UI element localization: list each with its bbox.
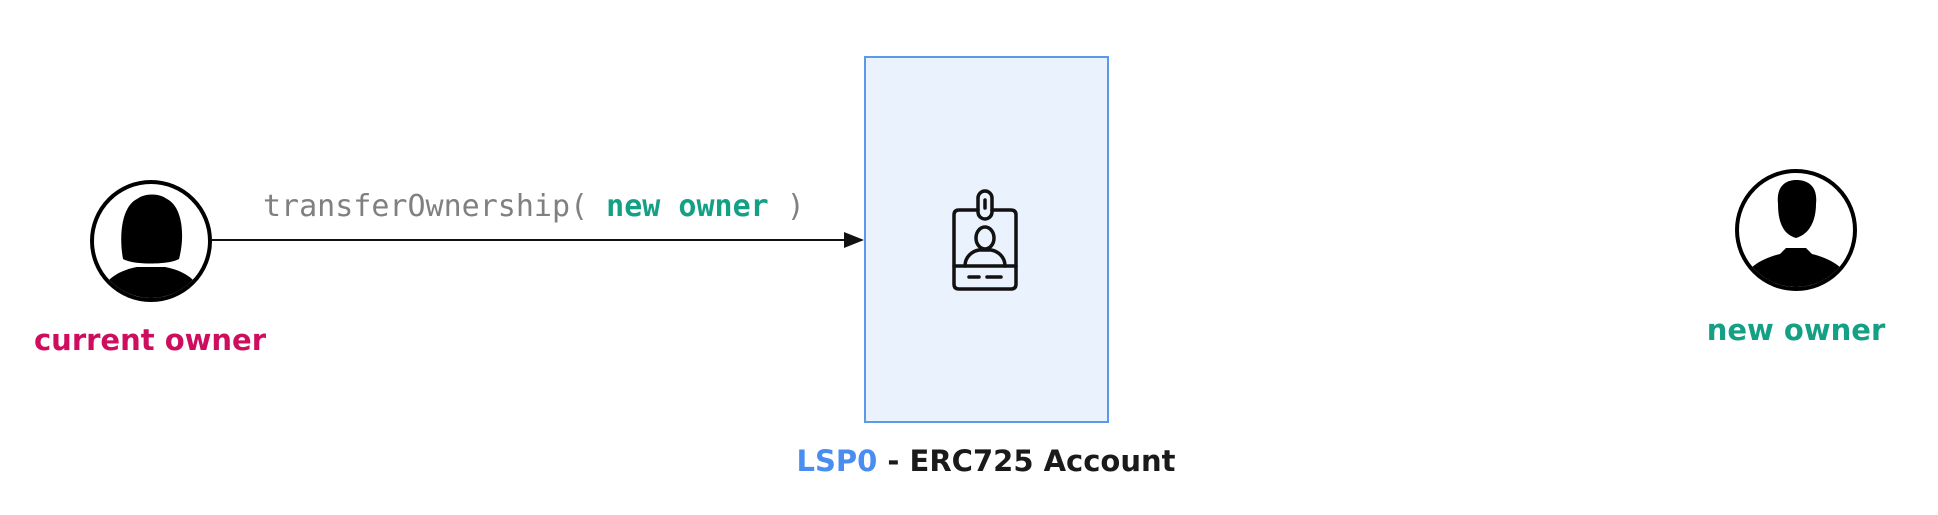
call-function-name: transferOwnership( <box>263 189 589 224</box>
male-user-icon <box>1735 169 1857 291</box>
account-name: - ERC725 Account <box>877 444 1176 478</box>
new-owner-label: new owner <box>1706 313 1886 347</box>
account-container <box>864 56 1109 423</box>
transfer-ownership-call: transferOwnership( new owner ) <box>263 189 805 224</box>
account-label: LSP0 - ERC725 Account <box>797 444 1176 478</box>
female-user-icon <box>90 180 212 302</box>
current-owner-label: current owner <box>33 323 267 357</box>
call-argument: new owner <box>606 189 769 224</box>
id-badge-icon <box>952 189 1018 291</box>
call-close-paren: ) <box>786 189 805 224</box>
lsp-standard: LSP0 <box>796 444 878 478</box>
